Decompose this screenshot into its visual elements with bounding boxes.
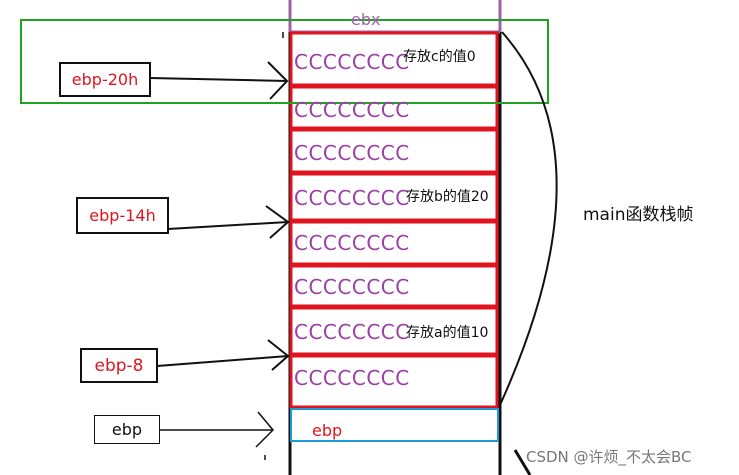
highlight-box (20, 19, 549, 104)
brace-tail (513, 449, 532, 475)
main-frame-label: main函数栈帧 (583, 205, 694, 225)
stack-cell-6 (289, 306, 499, 356)
cell-text-1: CCCCCCCC (294, 98, 410, 122)
ebp-cell (290, 408, 499, 442)
stack-cell-5 (289, 264, 499, 308)
cell-text-5: CCCCCCCC (294, 275, 410, 299)
pointer-ebp-8: ebp-8 (80, 348, 158, 383)
cell-note-3: 存放b的值20 (406, 189, 489, 205)
cell-text-2: CCCCCCCC (294, 141, 410, 165)
pointer-ebp-14h: ebp-14h (76, 197, 169, 234)
cell-text-4: CCCCCCCC (294, 231, 410, 255)
csdn-watermark: CSDN @许烦_不太会BC (526, 448, 692, 466)
cell-note-6: 存放a的值10 (406, 325, 489, 341)
arrow-ebp-20h (149, 61, 289, 100)
arrow-ebp (160, 411, 275, 448)
stack-cell-3 (289, 172, 499, 222)
arrow-ebp-14h (167, 205, 290, 239)
cell-text-0: CCCCCCCC (294, 50, 410, 74)
cell-text-7: CCCCCCCC (294, 366, 410, 390)
cell-text-6: CCCCCCCC (294, 320, 410, 344)
frame-brace (499, 31, 558, 406)
pointer-ebp-20h: ebp-20h (59, 62, 151, 97)
stack-cell-0 (289, 31, 499, 87)
cell-text-3: CCCCCCCC (294, 186, 410, 210)
stack-cell-4 (289, 220, 499, 266)
arrow-ebp-8 (156, 339, 290, 371)
pointer-ebp: ebp (94, 415, 160, 444)
stack-cell-7 (289, 354, 499, 409)
ebx-label: ebx (351, 10, 381, 29)
ebp-cell-label: ebp (312, 421, 343, 440)
stack-cell-2 (289, 128, 499, 174)
stack-cell-1 (289, 85, 499, 130)
cell-note-0: 存放c的值0 (403, 49, 476, 65)
